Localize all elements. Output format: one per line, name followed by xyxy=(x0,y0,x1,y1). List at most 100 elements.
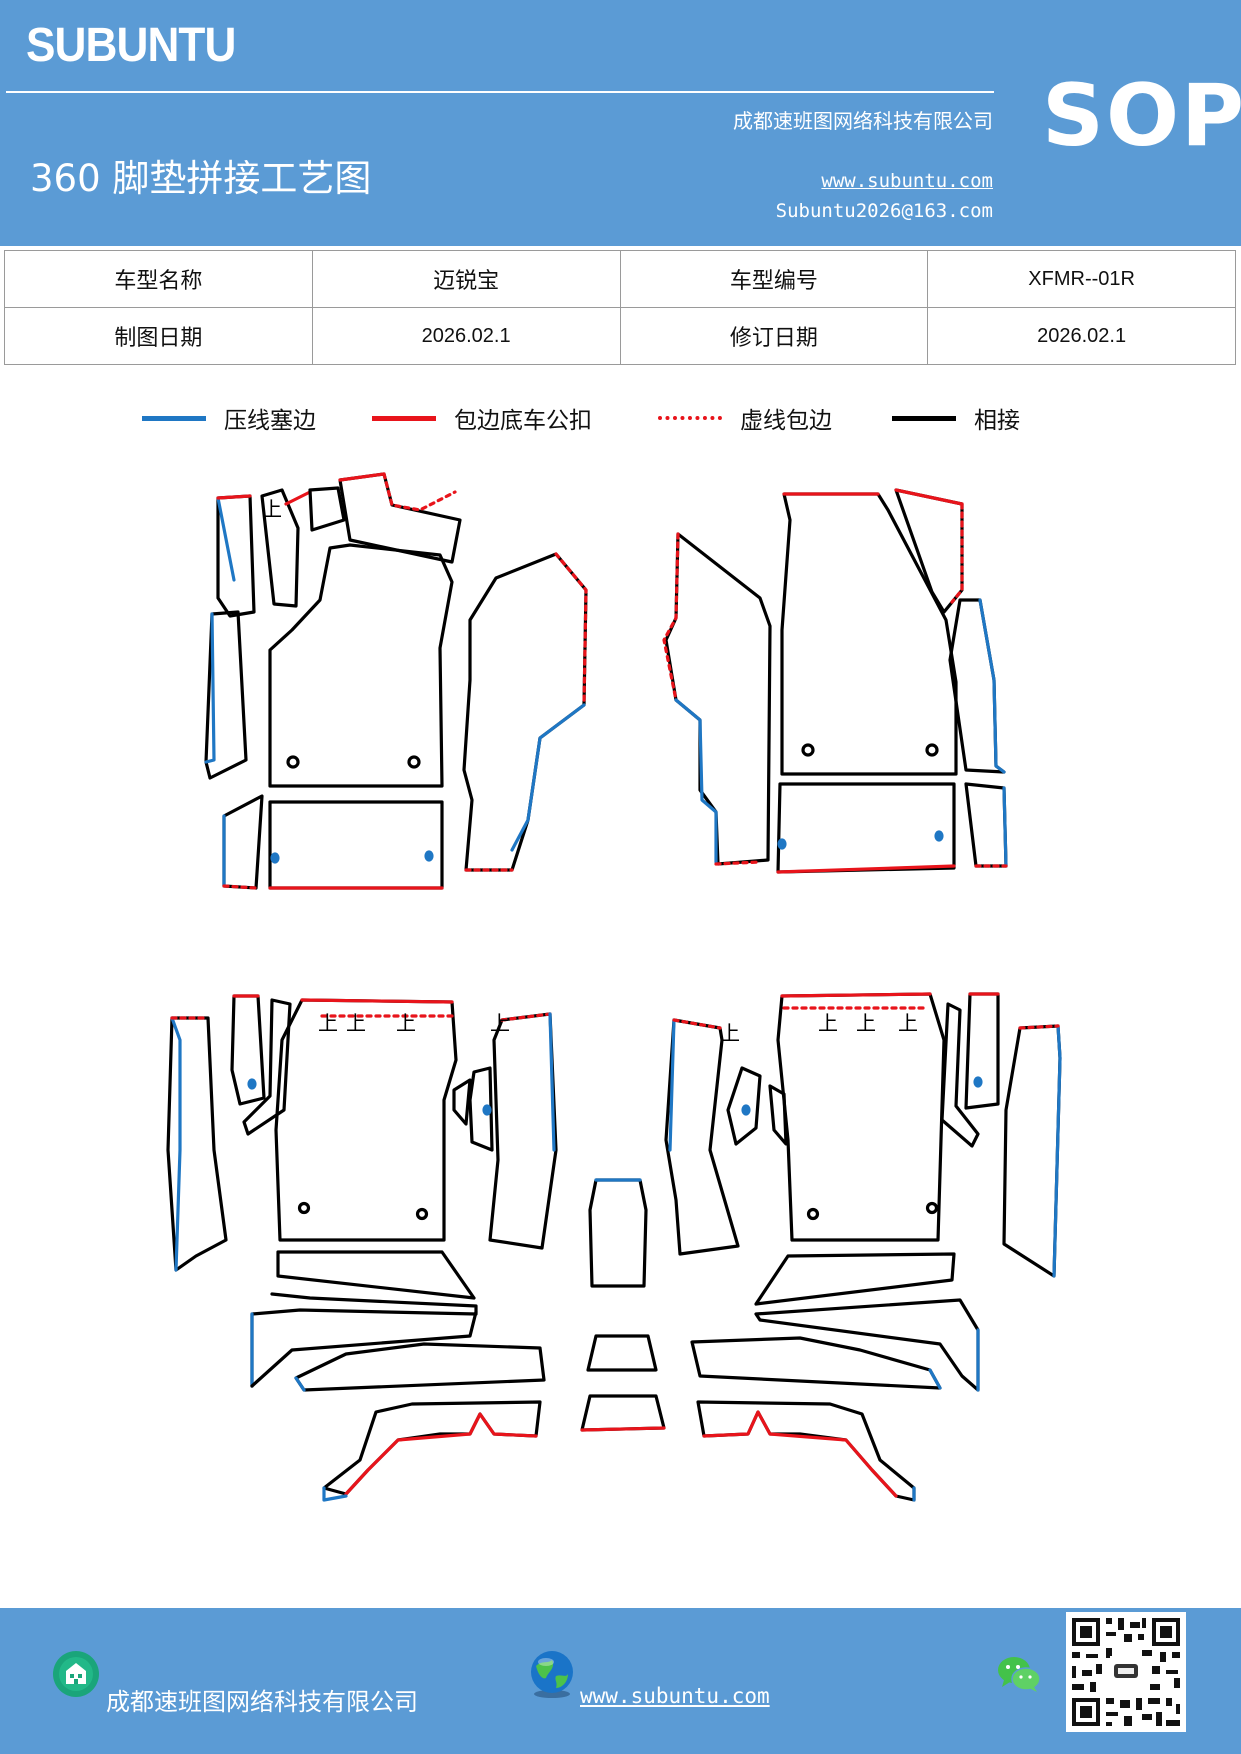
header-email[interactable]: Subuntu2026@163.com xyxy=(775,200,993,222)
legend-label: 压线塞边 xyxy=(224,408,316,434)
mat-piece xyxy=(268,543,454,788)
red-edge xyxy=(702,1410,898,1498)
globe-icon xyxy=(531,1651,573,1698)
revise-date-value: 2026.02.1 xyxy=(927,307,1236,365)
header-company: 成都速班图网络科技有限公司 xyxy=(733,109,993,133)
blue-edge xyxy=(548,1012,556,1152)
mat-hole xyxy=(286,755,300,769)
mat-piece xyxy=(322,1400,542,1496)
up-mark: 上 xyxy=(490,1011,510,1035)
dotted-edge xyxy=(382,472,457,512)
footer-website-link[interactable]: www.subuntu.com xyxy=(580,1684,770,1708)
blue-clip xyxy=(777,838,787,850)
mat-piece xyxy=(204,610,248,780)
mat-piece xyxy=(964,992,1000,1110)
mat-piece xyxy=(776,992,946,1242)
rear-left-mat-group: 上 上 上 上 xyxy=(166,994,558,1502)
blue-clip xyxy=(424,850,434,862)
model-name-value: 迈锐宝 xyxy=(311,250,621,308)
dotted-edge xyxy=(662,532,680,702)
red-edge xyxy=(894,488,964,506)
legend-label: 虚线包边 xyxy=(740,408,832,434)
mat-piece xyxy=(696,1400,916,1502)
blue-clip xyxy=(934,830,944,842)
qr-code-icon xyxy=(1066,1612,1186,1732)
blue-clip xyxy=(741,1104,751,1116)
page-title: 360 脚垫拼接工艺图 xyxy=(30,157,372,200)
table-row: 制图日期 2026.02.1 修订日期 2026.02.1 xyxy=(4,307,1236,365)
wechat-icon[interactable] xyxy=(996,1654,1042,1694)
blue-edge xyxy=(204,612,216,764)
table-row: 车型名称 迈锐宝 车型编号 XFMR--01R xyxy=(4,250,1236,308)
mat-hole xyxy=(925,1201,939,1215)
mat-piece xyxy=(780,492,958,776)
mat-piece xyxy=(768,1084,788,1146)
up-mark: 上 xyxy=(818,1011,838,1035)
dotted-edge xyxy=(1018,1024,1060,1030)
draw-date-value: 2026.02.1 xyxy=(311,307,621,365)
legend-swatch-black xyxy=(892,415,956,421)
mat-piece xyxy=(242,998,292,1136)
blue-edge xyxy=(216,496,236,582)
mat-hole xyxy=(806,1207,820,1221)
draw-date-label: 制图日期 xyxy=(4,307,313,365)
mat-piece xyxy=(274,998,458,1242)
mat-hole xyxy=(407,755,421,769)
blue-edge xyxy=(322,1486,348,1502)
mat-piece xyxy=(754,1252,956,1306)
mat-piece xyxy=(664,532,772,866)
mat-piece xyxy=(664,1018,740,1256)
header-banner: SUBUNTU 360 脚垫拼接工艺图 成都速班图网络科技有限公司 www.su… xyxy=(0,0,1241,246)
front-left-mat-group: 上 xyxy=(204,472,588,890)
front-right-mat-group xyxy=(662,488,1008,874)
legend-swatch-red xyxy=(372,415,436,421)
mat-piece xyxy=(166,1016,228,1272)
legend-swatch-blue xyxy=(142,415,206,421)
doc-type-label: SOP xyxy=(1042,66,1241,166)
header-website-link[interactable]: www.subuntu.com xyxy=(821,170,993,192)
red-edge xyxy=(338,472,386,482)
mat-piece xyxy=(268,800,444,890)
info-table: 车型名称 迈锐宝 车型编号 XFMR--01R 制图日期 2026.02.1 修… xyxy=(4,250,1236,365)
blue-edge xyxy=(928,1368,942,1390)
mat-piece xyxy=(216,494,256,618)
dotted-edge xyxy=(500,1012,552,1022)
red-edge xyxy=(780,992,932,998)
legend-swatch-red-dotted xyxy=(658,416,722,420)
center-tunnel-group xyxy=(580,1178,666,1432)
mat-piece xyxy=(580,1394,666,1432)
mat-piece xyxy=(250,1310,478,1388)
blue-edge xyxy=(170,1016,182,1272)
mat-piece xyxy=(294,1342,546,1392)
mat-piece xyxy=(690,1336,942,1390)
up-mark: 上 xyxy=(856,1011,876,1035)
mat-piece xyxy=(308,486,346,532)
up-mark: 上 xyxy=(720,1021,740,1045)
mat-hole xyxy=(925,743,939,757)
revise-date-label: 修订日期 xyxy=(619,307,929,365)
red-edge xyxy=(580,1426,666,1432)
model-name-label: 车型名称 xyxy=(4,250,313,308)
footer-company: 成都速班图网络科技有限公司 xyxy=(106,1688,418,1716)
mat-piece xyxy=(588,1178,648,1288)
legend-item-red-edge: 包边底车公扣 xyxy=(372,398,592,438)
dotted-edge xyxy=(222,884,258,890)
dotted-edge xyxy=(950,502,964,604)
model-code-label: 车型编号 xyxy=(619,250,929,308)
up-mark: 上 xyxy=(262,497,282,521)
dotted-edge xyxy=(554,552,588,707)
blue-edge xyxy=(510,703,586,852)
blue-edge xyxy=(668,1018,676,1152)
blue-clip xyxy=(270,852,280,864)
mat-piece xyxy=(222,794,264,890)
company-building-icon xyxy=(53,1651,99,1697)
rear-right-mat-group: 上 上 上 上 xyxy=(664,992,1062,1502)
footer-banner: 成都速班图网络科技有限公司 www.subuntu.com xyxy=(0,1608,1241,1754)
up-mark: 上 xyxy=(898,1011,918,1035)
mat-piece xyxy=(586,1334,658,1372)
red-edge xyxy=(284,490,312,506)
mat-hole xyxy=(415,1207,429,1221)
mat-hole xyxy=(801,743,815,757)
blue-edge xyxy=(1002,786,1008,868)
up-mark: 上 xyxy=(346,1011,366,1035)
